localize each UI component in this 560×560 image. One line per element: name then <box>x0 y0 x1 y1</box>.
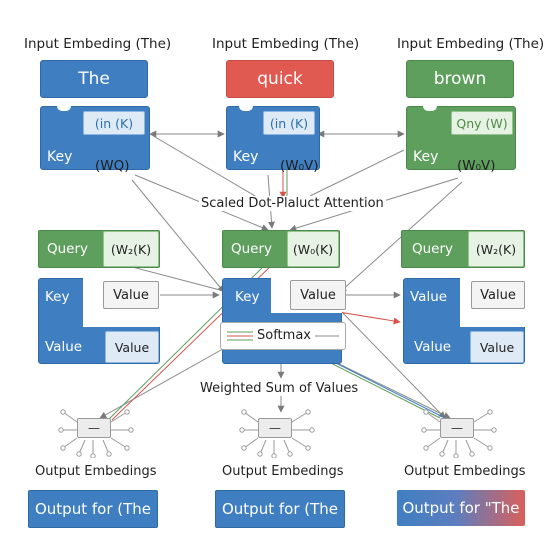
output-node-1: — <box>77 418 111 438</box>
output-box-3: Output for "The <box>397 490 525 526</box>
key-inner-3: Qny (W) <box>451 111 513 135</box>
query-block-2: Query (W₀(K) <box>222 230 340 268</box>
kv-right-value-box: Value <box>471 281 525 309</box>
output-box-1: Output for (The <box>28 490 158 528</box>
input-header-2: Input Embeding (The) <box>212 36 360 52</box>
output-header-1: Output Embedings <box>35 464 157 479</box>
kv-mid-value-box: Value <box>290 280 346 310</box>
weight-label-1: (WQ) <box>95 158 130 174</box>
attention-label: Scaled Dot-Plaluct Attention <box>199 196 386 211</box>
weighted-sum-label: Weighted Sum of Values <box>198 381 361 396</box>
query-label-1: Query <box>47 241 89 257</box>
output-header-2: Output Embedings <box>222 464 344 479</box>
kv-right-key: Value <box>410 289 448 305</box>
query-weight-3: (W₂(K) <box>468 231 524 267</box>
key-inner-2: (in (K) <box>263 111 315 135</box>
softmax-lines-icon <box>227 331 253 341</box>
kv-left-value: Value <box>45 339 83 355</box>
query-block-1: Query (W₂(K) <box>38 230 160 268</box>
query-weight-2: (W₀(K) <box>287 231 339 267</box>
query-weight-1: (W₂(K) <box>103 231 159 267</box>
neuron-cluster-3 <box>421 409 497 458</box>
softmax-box: Softmax <box>220 322 346 350</box>
kv-right-value: Value <box>414 339 452 355</box>
neuron-cluster-1 <box>58 409 134 458</box>
output-header-3: Output Embedings <box>404 464 526 479</box>
input-header-3: Input Embeding (The) <box>397 36 545 52</box>
key-label-1: Key <box>47 149 73 165</box>
key-block-3: Qny (W) Key <box>406 106 516 170</box>
kv-left-key: Key <box>45 289 70 305</box>
query-block-3: Query (W₂(K) <box>401 230 525 268</box>
key-label-3: Key <box>413 149 439 165</box>
token-quick: quick <box>226 60 334 98</box>
weight-label-3: (W₀V) <box>457 158 496 174</box>
key-block-1: (in (K) Key <box>40 106 150 170</box>
input-header-1: Input Embeding (The) <box>24 36 172 52</box>
output-node-3: — <box>440 418 474 438</box>
kv-left-value-inner: Value <box>105 331 159 363</box>
kv-left-value-box: Value <box>103 281 159 309</box>
key-block-2: (in (K) Key <box>226 106 320 170</box>
output-box-2: Output for (The <box>215 490 345 528</box>
weight-label-2: (W₀V) <box>280 158 319 174</box>
neuron-cluster-2 <box>239 409 315 458</box>
token-the: The <box>40 60 148 98</box>
softmax-label: Softmax <box>257 328 311 343</box>
key-label-2: Key <box>233 149 259 165</box>
query-label-3: Query <box>412 241 454 257</box>
kv-mid-key: Key <box>235 289 260 305</box>
kv-right-value-inner: Value <box>470 331 524 363</box>
key-inner-1: (in (K) <box>83 111 145 135</box>
query-label-2: Query <box>231 241 273 257</box>
output-node-2: — <box>258 418 292 438</box>
token-brown: brown <box>406 60 514 98</box>
